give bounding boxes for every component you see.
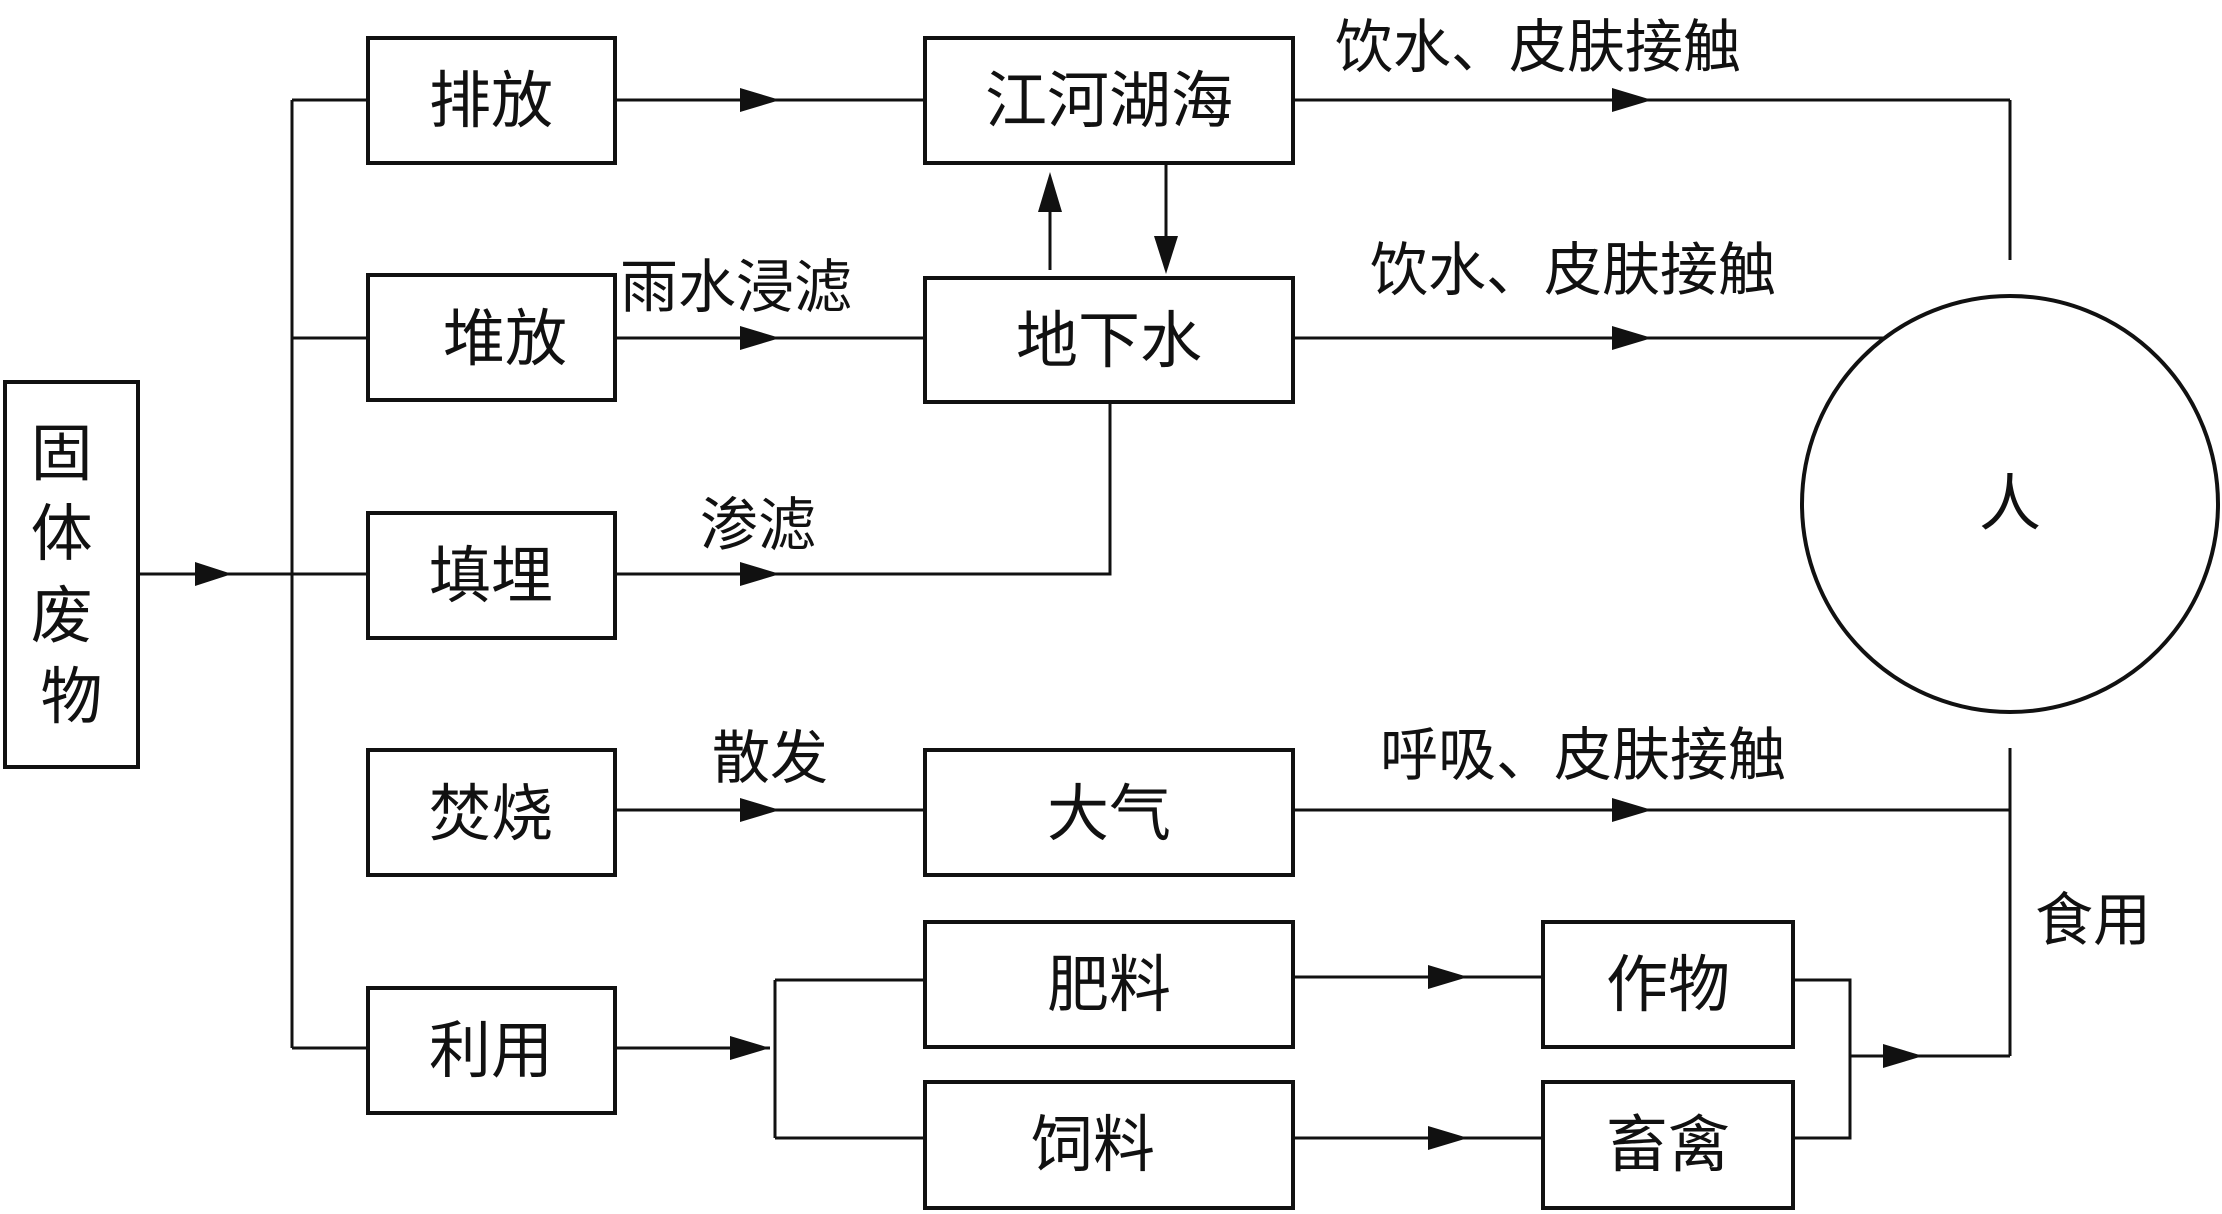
node-groundwater-label: 地下水 <box>1016 304 1202 377</box>
arrow-merge-eating <box>1883 1044 1923 1068</box>
node-surface-water-label: 江河湖海 <box>985 64 1233 137</box>
node-human: 人 <box>1800 294 2220 714</box>
node-discharge: 排放 <box>366 36 617 165</box>
node-stacking: 堆放 <box>366 273 617 402</box>
arrow-feed-livestock <box>1428 1126 1468 1150</box>
label-leaching: 渗滤 <box>700 491 816 559</box>
node-feed-label: 饲料 <box>1031 1108 1155 1181</box>
node-crops-label: 作物 <box>1606 948 1730 1021</box>
node-source: 固 体 废 物 <box>3 380 140 769</box>
node-feed: 饲料 <box>923 1080 1295 1210</box>
label-breathe-skin: 呼吸、皮肤接触 <box>1380 721 1786 789</box>
label-eating: 食用 <box>2035 886 2151 954</box>
arrow-up-to-surface <box>1038 172 1062 212</box>
arrow-utilization-split <box>730 1036 770 1060</box>
label-rain-leaching: 雨水浸滤 <box>620 253 852 321</box>
arrow-discharge-surface <box>740 88 780 112</box>
arrow-surface-human <box>1612 88 1652 112</box>
node-crops: 作物 <box>1541 920 1795 1049</box>
node-discharge-label: 排放 <box>429 64 553 137</box>
arrow-landfill-groundwater <box>740 562 780 586</box>
node-landfill-label: 填埋 <box>429 539 553 612</box>
node-incineration: 焚烧 <box>366 748 617 877</box>
arrow-down-to-groundwater <box>1154 236 1178 274</box>
label-drink-skin-middle: 饮水、皮肤接触 <box>1370 236 1776 304</box>
node-source-char-2: 体 <box>31 497 93 570</box>
node-source-char-1: 固 <box>31 417 93 490</box>
node-utilization-label: 利用 <box>429 1014 553 1087</box>
arrow-groundwater-human <box>1612 326 1652 350</box>
node-livestock: 畜禽 <box>1541 1080 1795 1210</box>
label-volatilization: 散发 <box>712 724 828 792</box>
label-drink-skin-top: 饮水、皮肤接触 <box>1335 13 1741 81</box>
node-fertilizer-label: 肥料 <box>1047 948 1171 1021</box>
node-human-circle <box>1800 294 2220 714</box>
arrow-atmosphere-human <box>1612 798 1652 822</box>
arrow-incineration-atmosphere <box>740 798 780 822</box>
arrow-stacking-groundwater <box>740 326 780 350</box>
node-livestock-label: 畜禽 <box>1606 1108 1730 1181</box>
node-source-label: 固 体 废 物 <box>31 417 113 733</box>
node-surface-water: 江河湖海 <box>923 36 1295 165</box>
node-stacking-label: 堆放 <box>443 302 567 375</box>
node-source-char-3: 废 <box>31 579 93 652</box>
arrowheads <box>195 88 1923 1150</box>
node-fertilizer: 肥料 <box>923 920 1295 1049</box>
node-atmosphere-label: 大气 <box>1047 777 1171 850</box>
node-landfill: 填埋 <box>366 511 617 640</box>
arrow-fertilizer-crops <box>1428 965 1468 989</box>
node-incineration-label: 焚烧 <box>429 777 553 850</box>
edge-crops-merge <box>1793 978 1852 1140</box>
edge-labels: 雨水浸滤 渗滤 散发 饮水、皮肤接触 饮水、皮肤接触 呼吸、皮肤接触 食用 <box>620 13 2151 954</box>
node-atmosphere: 大气 <box>923 748 1295 877</box>
edge-landfill-groundwater <box>615 402 1112 576</box>
arrow-source-trunk <box>195 562 232 586</box>
node-source-char-4: 物 <box>40 660 102 733</box>
node-utilization: 利用 <box>366 986 617 1115</box>
node-human-label: 人 <box>1979 467 2041 540</box>
node-groundwater: 地下水 <box>923 276 1295 404</box>
